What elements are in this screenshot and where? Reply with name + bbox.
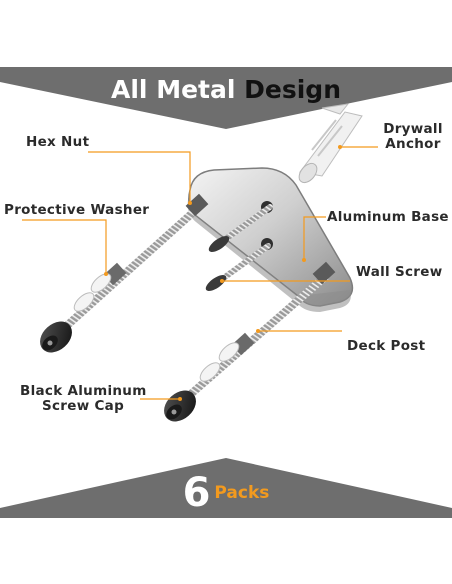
upper-threaded-rod bbox=[58, 193, 209, 334]
label-hex-nut: Hex Nut bbox=[26, 134, 90, 150]
leader-hex-nut bbox=[88, 151, 191, 203]
wall-screw-upper bbox=[208, 204, 273, 253]
label-screw-cap-line1: Black Aluminum bbox=[20, 383, 147, 399]
label-screw-cap-line2: Screw Cap bbox=[41, 398, 125, 414]
title-dark: Design bbox=[244, 75, 341, 104]
drywall-anchor bbox=[298, 103, 363, 184]
label-drywall-anchor-line1: Drywall bbox=[383, 121, 443, 137]
leader-lines bbox=[22, 146, 378, 400]
lower-threaded-rod bbox=[180, 261, 336, 404]
leader-dots bbox=[104, 145, 342, 401]
top-banner bbox=[0, 67, 452, 129]
label-screw-cap: Black Aluminum Screw Cap bbox=[20, 384, 146, 414]
upper-screw-cap bbox=[40, 321, 72, 353]
label-drywall-anchor-line2: Anchor bbox=[385, 136, 441, 152]
label-aluminum-base: Aluminum Base bbox=[327, 209, 449, 225]
pack-number: 6 bbox=[182, 470, 211, 516]
label-deck-post: Deck Post bbox=[347, 338, 426, 354]
title-light: All Metal bbox=[111, 75, 236, 104]
label-drywall-anchor: Drywall Anchor bbox=[378, 122, 448, 152]
label-protective-washer: Protective Washer bbox=[4, 202, 150, 218]
bottom-banner bbox=[0, 458, 452, 518]
leader-protective-washer bbox=[22, 219, 107, 274]
leader-aluminum-base bbox=[303, 216, 326, 260]
label-wall-screw: Wall Screw bbox=[356, 264, 443, 280]
banner-title: All Metal Design bbox=[0, 74, 452, 106]
pack-unit: Packs bbox=[214, 483, 270, 503]
lower-screw-cap bbox=[164, 390, 196, 422]
wall-screw-lower bbox=[205, 243, 271, 292]
